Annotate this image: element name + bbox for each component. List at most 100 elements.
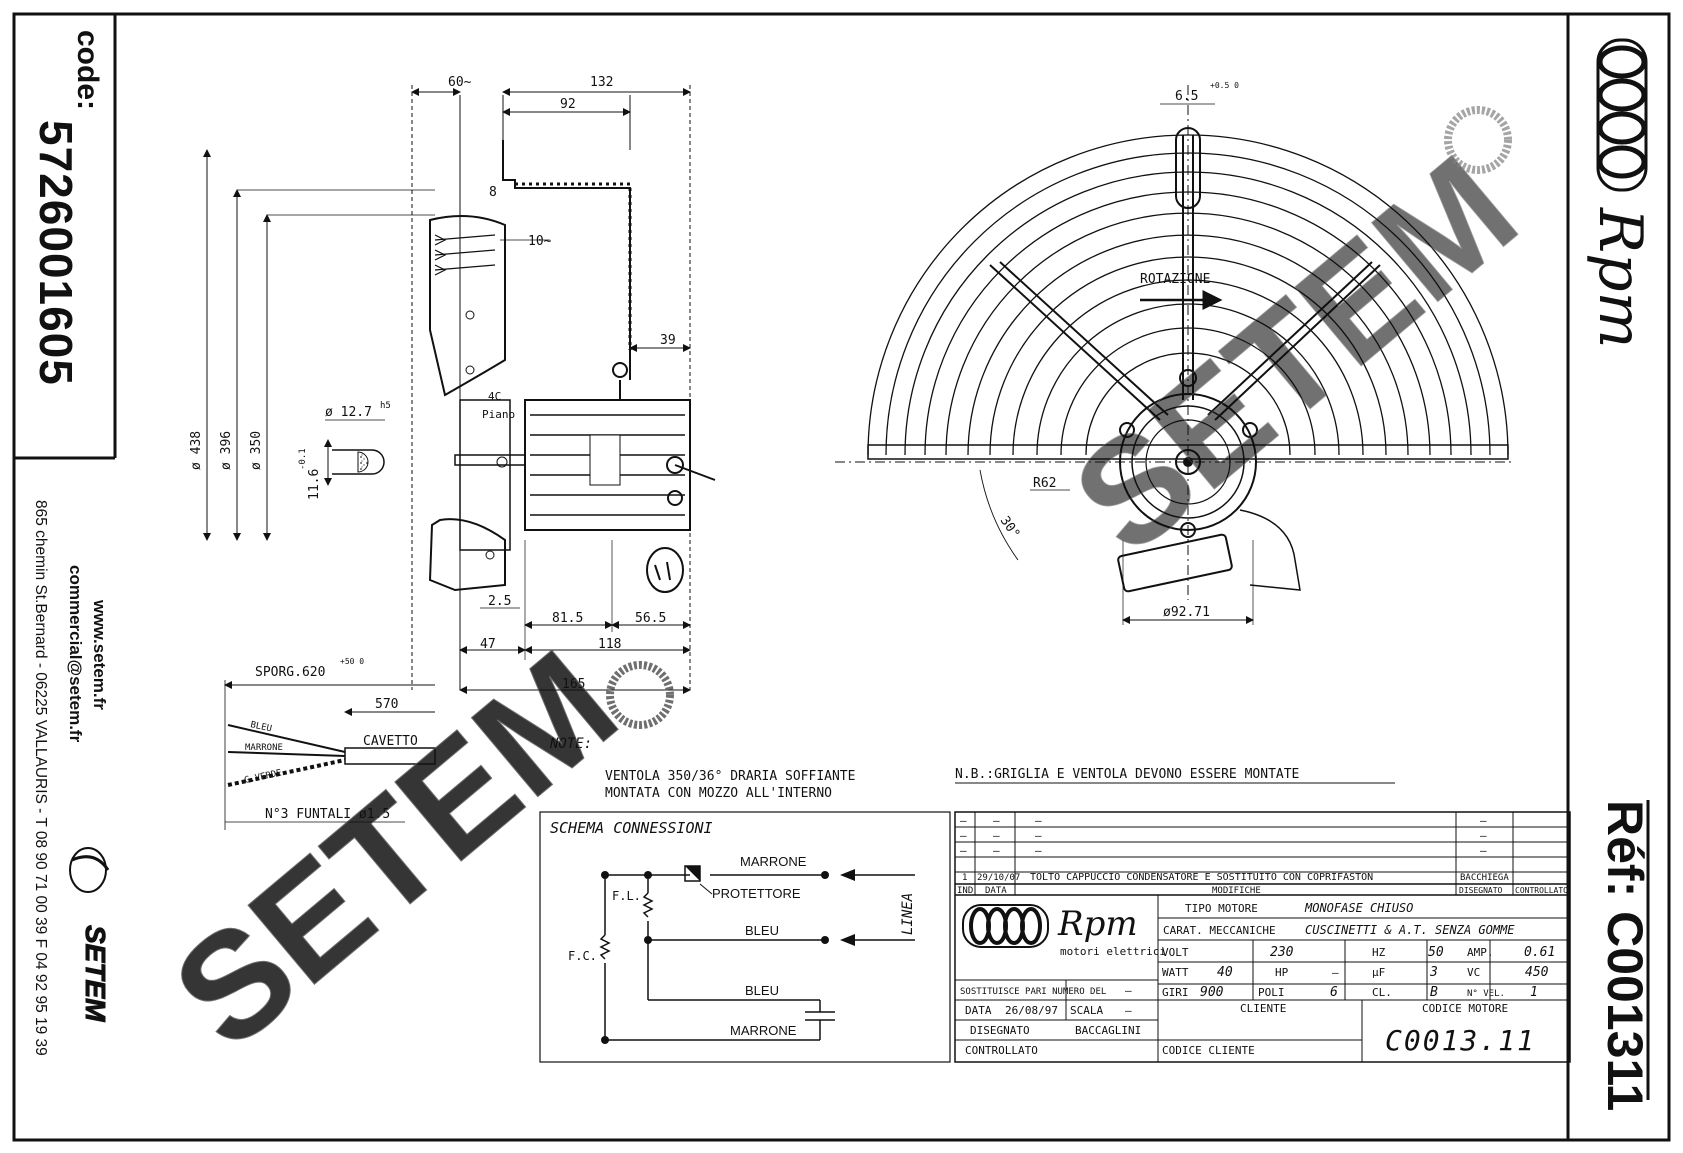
header-disegnato: DISEGNATO	[1459, 886, 1503, 895]
dim-8: 8	[489, 185, 497, 200]
cable-sporg-tol: +50 0	[340, 657, 364, 666]
mod-dash-1d: –	[1480, 814, 1487, 827]
mod-dash-1b: –	[993, 814, 1000, 827]
schema-fl: F.L.	[612, 889, 641, 903]
header-modifiche: MODIFICHE	[1212, 886, 1261, 896]
dim-81-5: 81.5	[552, 611, 583, 626]
schema-marrone: MARRONE	[740, 854, 807, 869]
label-r62: R62	[1033, 476, 1056, 491]
data-label: DATA	[965, 1004, 992, 1017]
cable-bleu: BLEU	[249, 720, 272, 734]
nvel-label: N° VEL.	[1467, 989, 1505, 999]
mod-dash-2d: –	[1480, 829, 1487, 842]
setem-logo: SETEM	[69, 847, 112, 1023]
dim-11-6: 11.6	[307, 469, 322, 500]
disegnato-value: BACCAGLINI	[1075, 1024, 1141, 1037]
cl-value: B	[1430, 985, 1438, 1000]
angle-30: 30°	[997, 514, 1023, 542]
dim-92-71: ø92.71	[1163, 605, 1210, 620]
poli-label: POLI	[1258, 986, 1285, 999]
registered-mark-1	[606, 106, 1512, 729]
cable-drawing: SPORG.620 +50 0 570 CAVETTO BLEU MARRONE…	[224, 657, 436, 830]
header-controllato: CONTROLLATO	[1515, 886, 1568, 895]
mod-row-text: TOLTO CAPPUCCIO CONDENSATORE E SOSTITUIT…	[1030, 872, 1373, 883]
dim-165: 165	[562, 677, 585, 692]
mod-dash-1a: –	[960, 814, 967, 827]
dim-132: 132	[590, 75, 613, 90]
rpm-logo-block: Rpm motori elettrici	[962, 904, 1166, 958]
mod-row-num: 1	[962, 873, 967, 883]
label-piano: Piano	[482, 408, 515, 421]
ref-code: Réf: C001311	[1597, 800, 1653, 1111]
hp-label: HP	[1275, 966, 1289, 979]
sheet-border	[12, 12, 1671, 1142]
dim-47: 47	[480, 637, 496, 652]
hp-value: –	[1332, 966, 1339, 979]
cliente-label: CLIENTE	[1240, 1002, 1286, 1015]
code-value: 5726001605	[30, 120, 82, 386]
codice-cliente-label: CODICE CLIENTE	[1162, 1044, 1255, 1057]
dim-6-5-tol: +0.5 0	[1210, 81, 1239, 90]
watermark-text-lower: SETEM	[143, 619, 647, 1080]
watt-value: 40	[1217, 965, 1233, 980]
giri-value: 900	[1200, 985, 1224, 1000]
mod-dash-3a: –	[960, 844, 967, 857]
vc-label: VC	[1467, 966, 1480, 979]
dim-2-5: 2.5	[488, 594, 511, 609]
rpm-logo-top: Rpm	[1585, 38, 1655, 348]
notes-nb: N.B.:GRIGLIA E VENTOLA DEVONO ESSERE MON…	[955, 767, 1299, 782]
codice-motore-value: C0013.11	[1385, 1024, 1536, 1057]
notes-title: NOTE:	[549, 736, 592, 752]
tipo-motore-value: MONOFASE CHIUSO	[1304, 901, 1413, 915]
dim-h5: h5	[380, 401, 391, 411]
dim-10: 10~	[528, 234, 552, 249]
cl-label: CL.	[1372, 986, 1392, 999]
mod-dash-3c: –	[1035, 844, 1042, 857]
sostituisce-label: SOSTITUISCE PARI NUMERO DEL	[960, 987, 1106, 997]
dim-39: 39	[660, 333, 676, 348]
hz-label: HZ	[1372, 946, 1386, 959]
mod-dash-2c: –	[1035, 829, 1042, 842]
rotation-label: ROTAZIONE	[1140, 272, 1210, 287]
schema-fc: F.C.	[568, 949, 597, 963]
notes-section: NOTE: VENTOLA 350/36° DRARIA SOFFIANTE M…	[549, 736, 1395, 801]
uf-label: μF	[1372, 966, 1385, 979]
rpm-logo-text: Rpm	[1585, 207, 1655, 348]
setem-brand-text: SETEM	[80, 925, 111, 1022]
watt-label: WATT	[1162, 966, 1189, 979]
cable-gverde: G.VERDE	[244, 768, 283, 786]
schema-bleu-2: BLEU	[745, 983, 779, 998]
block-logo-sub: motori elettrici	[1060, 945, 1166, 958]
nvel-value: 1	[1530, 985, 1538, 1000]
dim-60: 60~	[448, 75, 472, 90]
dim-40: 4C	[488, 390, 501, 403]
cable-570: 570	[375, 697, 398, 712]
amp-label: AMP.	[1467, 946, 1494, 959]
cable-funtali: N°3 FUNTALI ø1.5	[265, 807, 390, 822]
controllato-label: CONTROLLATO	[965, 1044, 1038, 1057]
schema-title: SCHEMA CONNESSIONI	[550, 819, 713, 837]
tipo-motore-label: TIPO MOTORE	[1185, 902, 1258, 915]
schema-protettore: PROTETTORE	[712, 886, 801, 901]
mod-row-dis: BACCHIEGA	[1460, 873, 1509, 883]
title-block	[954, 811, 1571, 1063]
disegnato-label: DISEGNATO	[970, 1024, 1030, 1037]
dim-396: ø 396	[219, 431, 234, 470]
codice-motore-label: CODICE MOTORE	[1422, 1002, 1508, 1015]
cable-marrone: MARRONE	[245, 743, 283, 753]
dim-6-5: 6.5	[1175, 89, 1198, 104]
mod-dash-2b: –	[993, 829, 1000, 842]
mod-dash-2a: –	[960, 829, 967, 842]
giri-label: GIRI	[1162, 986, 1189, 999]
code-label: code:	[71, 30, 104, 110]
poli-value: 6	[1330, 985, 1338, 1000]
mod-dash-3d: –	[1480, 844, 1487, 857]
volt-value: 230	[1270, 945, 1294, 960]
dim-350: ø 350	[249, 431, 264, 470]
sostituisce-value: –	[1125, 984, 1132, 997]
address-text: 865 chemin St.Bernard - 06225 VALLAURIS …	[32, 500, 49, 1056]
cable-cavetto: CAVETTO	[363, 734, 418, 749]
dim-118: 118	[598, 637, 621, 652]
right-panel: Rpm Réf: C001311	[1566, 14, 1655, 1140]
dim-92: 92	[560, 97, 576, 112]
